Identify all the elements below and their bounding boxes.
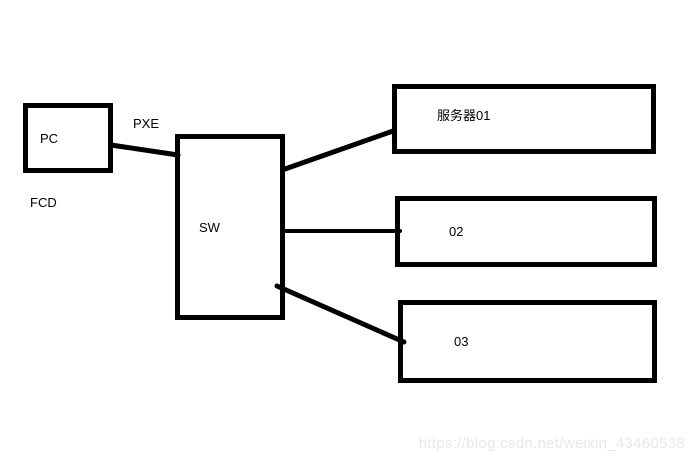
node-sw-label: SW xyxy=(199,219,220,235)
edge-sw-server1 xyxy=(282,128,396,172)
watermark: https://blog.csdn.net/weixin_43460538 xyxy=(418,435,685,452)
edge-pc-sw xyxy=(108,142,181,158)
node-server3: 03 xyxy=(398,300,657,383)
node-server1: 服务器01 xyxy=(392,84,656,154)
node-server1-label: 服务器01 xyxy=(437,108,491,123)
node-server3-label: 03 xyxy=(454,334,469,349)
node-server2-label: 02 xyxy=(449,224,464,239)
node-server2: 02 xyxy=(395,196,657,267)
node-pc: PC xyxy=(23,103,113,173)
node-sw: SW xyxy=(175,134,285,320)
label-fcd: FCD xyxy=(30,195,57,210)
label-pxe: PXE xyxy=(133,116,160,131)
edge-sw-server3 xyxy=(274,283,407,345)
node-pc-label: PC xyxy=(40,130,59,146)
